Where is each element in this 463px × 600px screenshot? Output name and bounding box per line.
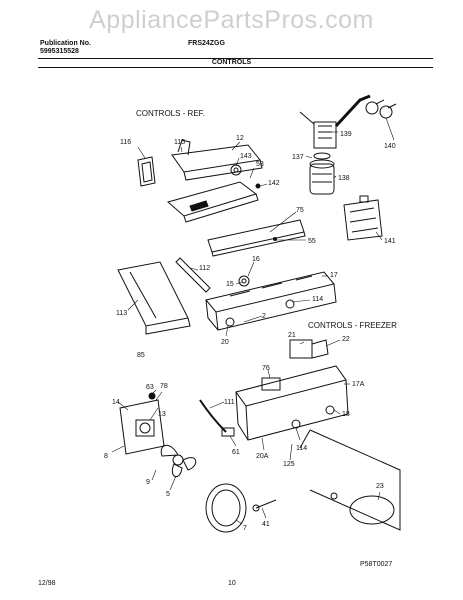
part-fan-shroud (205, 483, 247, 533)
callout: 63 (146, 384, 154, 391)
part-screw (252, 499, 277, 512)
callout: 138 (338, 175, 350, 182)
part-freezer-control-housing (235, 365, 349, 441)
part-freezer-switch (289, 339, 329, 359)
callout: 53 (256, 161, 264, 168)
callout: 143 (240, 153, 252, 160)
part-fan-motor (119, 392, 165, 455)
callout: 7 (243, 525, 247, 532)
callout: 13 (158, 411, 166, 418)
callout: 116 (120, 139, 131, 146)
part-tube (175, 257, 211, 293)
leader-lines (111, 117, 395, 525)
callout: 76 (262, 365, 270, 372)
callout: 85 (137, 352, 145, 359)
watermark: AppliancePartsPros.com (89, 6, 374, 34)
part-cabinet-detail (299, 429, 401, 531)
callout: 17A (352, 381, 365, 388)
callout: 142 (268, 180, 280, 187)
part-long-panel (207, 219, 306, 257)
part-bracket-plate (137, 156, 156, 187)
part-damper-assembly (299, 94, 371, 195)
callout: 16 (252, 256, 260, 263)
callout: 141 (384, 238, 396, 245)
callout: 139 (340, 131, 352, 138)
part-air-channel (117, 261, 191, 335)
callout: 125 (283, 461, 295, 468)
callout: 9 (146, 479, 150, 486)
section-title: CONTROLS (211, 59, 252, 66)
callout: 55 (308, 238, 316, 245)
callout: 20A (256, 453, 269, 460)
part-upper-control-housing (171, 139, 263, 181)
callout: 137 (292, 154, 304, 161)
footer-date: 12/98 (38, 580, 56, 587)
callout: 41 (262, 521, 270, 528)
figure-code: P58T0027 (360, 561, 393, 568)
callout: 22 (342, 336, 350, 343)
callout-labels: 116 115 12 143 53 142 139 140 137 138 75… (104, 131, 396, 532)
callout: 23 (376, 483, 384, 490)
callout: 75 (296, 207, 304, 214)
callout: 21 (288, 332, 296, 339)
callout: 114 (296, 445, 307, 452)
publication-number: 5995315528 (40, 48, 79, 55)
callout: 18 (342, 411, 350, 418)
callout: 20 (221, 339, 229, 346)
part-main-control-housing (205, 271, 337, 331)
callout: 15 (226, 281, 234, 288)
publication-label: Publication No. (40, 40, 91, 47)
page-number: 10 (228, 580, 236, 587)
callout: 61 (232, 449, 240, 456)
callout: 5 (166, 491, 170, 498)
callout: 14 (112, 399, 120, 406)
part-hose-connectors (365, 99, 397, 119)
part-thermostat-control (343, 195, 383, 241)
header-rule-top (38, 58, 433, 59)
callout: 17 (330, 272, 338, 279)
part-control-cover (166, 181, 261, 223)
callout: 115 (174, 139, 185, 146)
model-number: FRS24ZGG (188, 40, 225, 47)
header-rule-bottom (38, 67, 433, 68)
callout: 140 (384, 143, 396, 150)
callout: 78 (160, 383, 168, 390)
callout: 12 (236, 135, 244, 142)
callout: 2 (262, 313, 266, 320)
callout: 114 (312, 296, 323, 303)
callout: 8 (104, 453, 108, 460)
part-wire-harness (199, 399, 235, 437)
callout: 113 (116, 310, 127, 317)
callout: 111 (224, 399, 235, 406)
heading-controls-freezer: CONTROLS - FREEZER (308, 321, 397, 330)
heading-controls-ref: CONTROLS - REF. (136, 109, 205, 118)
callout: 112 (199, 265, 210, 272)
part-fan-blade (160, 444, 197, 478)
